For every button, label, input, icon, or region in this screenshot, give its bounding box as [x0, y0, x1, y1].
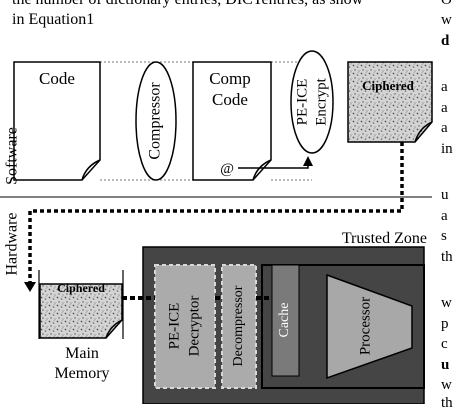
- projection-lines: [100, 61, 312, 181]
- processor-subsystem-box: [261, 264, 425, 389]
- hardware-label: Hardware: [4, 212, 21, 275]
- trusted-zone-label: Trusted Zone: [342, 230, 427, 247]
- right-fragment: O: [441, 0, 452, 8]
- pe-ice-encrypt-label-line2: Encrypt: [313, 77, 329, 125]
- code-document-fold: [81, 159, 101, 181]
- compressor-ellipse: [135, 61, 177, 181]
- ciphered-hardware-fold: [105, 319, 123, 339]
- ciphered-document-fold: [414, 121, 433, 143]
- right-fragment: c: [441, 336, 448, 352]
- ciphered-transfer-arrowhead: [24, 282, 36, 292]
- at-symbol: @: [220, 161, 234, 177]
- main-memory-label-line2: Memory: [54, 365, 109, 382]
- right-fragment: w: [441, 12, 452, 28]
- top-text-line-2: in Equation1: [12, 11, 95, 28]
- at-arrow: [238, 156, 313, 169]
- ciphered-label-software: Ciphered: [362, 78, 415, 93]
- right-fragment: w: [441, 295, 452, 311]
- right-fragment: p: [441, 316, 449, 332]
- right-fragment: s: [441, 228, 447, 244]
- pe-ice-encrypt-label-line1: PE-ICE: [294, 79, 310, 126]
- comp-code-document: [192, 61, 272, 181]
- comp-code-label-line2: Code: [212, 90, 248, 109]
- code-label: Code: [39, 69, 75, 88]
- cache-box: [271, 264, 300, 377]
- pe-ice-decryptor-box: [154, 264, 216, 389]
- comp-code-label-line1: Comp: [209, 69, 251, 88]
- right-fragment: u: [441, 357, 450, 373]
- right-fragment: a: [441, 208, 448, 224]
- code-document: [13, 61, 101, 181]
- right-fragment: w: [441, 377, 452, 393]
- software-label: Software: [4, 127, 21, 185]
- decompressor-box: [221, 264, 257, 389]
- compressor-label: Compressor: [147, 82, 164, 160]
- ciphered-document-hardware: [39, 283, 123, 339]
- decryptor-label-line1: PE-ICE: [166, 303, 182, 350]
- right-fragment: u: [441, 187, 449, 203]
- right-fragment: th: [441, 395, 453, 411]
- ciphered-transfer-path: [28, 142, 404, 284]
- ciphered-document-software: [347, 61, 433, 143]
- right-fragment: th: [441, 249, 453, 265]
- right-fragment: a: [441, 120, 448, 136]
- cache-label: Cache: [277, 303, 292, 338]
- right-fragment: a: [441, 79, 448, 95]
- processor-label: Processor: [357, 297, 373, 355]
- main-memory-label-line1: Main: [65, 345, 99, 362]
- right-fragment: d: [441, 33, 450, 49]
- decompressor-label: Decompressor: [231, 285, 246, 366]
- right-fragment: a: [441, 100, 448, 116]
- decryptor-label-line2: Decryptor: [186, 296, 202, 357]
- top-text-line-1: the number of dictionary entries, DICTen…: [12, 0, 363, 9]
- pe-ice-encrypt-ellipse: [290, 50, 334, 154]
- ciphered-label-hardware: Ciphered: [57, 281, 105, 295]
- processor-shape: [326, 273, 413, 380]
- right-fragment: in: [441, 141, 453, 157]
